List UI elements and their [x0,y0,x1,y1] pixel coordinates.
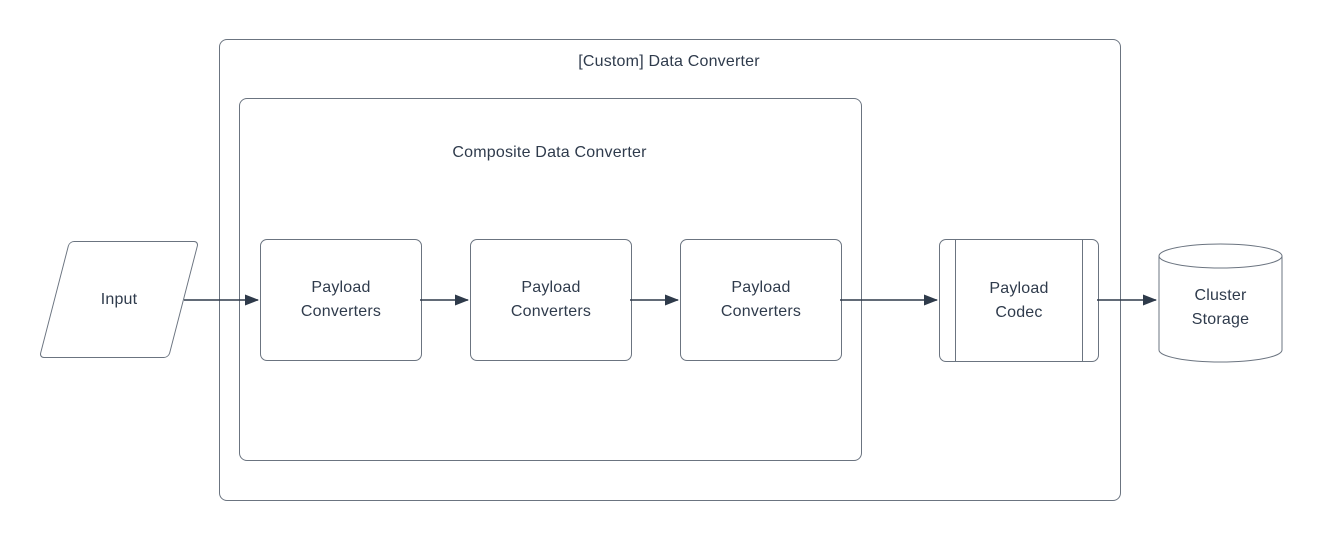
codec-left-bar [955,240,956,361]
composite-data-converter-title: Composite Data Converter [452,144,647,161]
payload-codec-node: Payload Codec [939,239,1099,362]
codec-right-bar [1082,240,1083,361]
payload-codec-label: Payload Codec [989,279,1049,321]
input-label: Input [100,290,138,308]
cluster-storage-label: Cluster Storage [1191,287,1250,328]
input-node: Input [38,241,200,358]
payload-converters-node-2: Payload Converters [470,239,632,361]
custom-data-converter-title: [Custom] Data Converter [578,53,760,70]
payload-converters-node-3: Payload Converters [680,239,842,361]
payload-converters-node-1: Payload Converters [260,239,422,361]
